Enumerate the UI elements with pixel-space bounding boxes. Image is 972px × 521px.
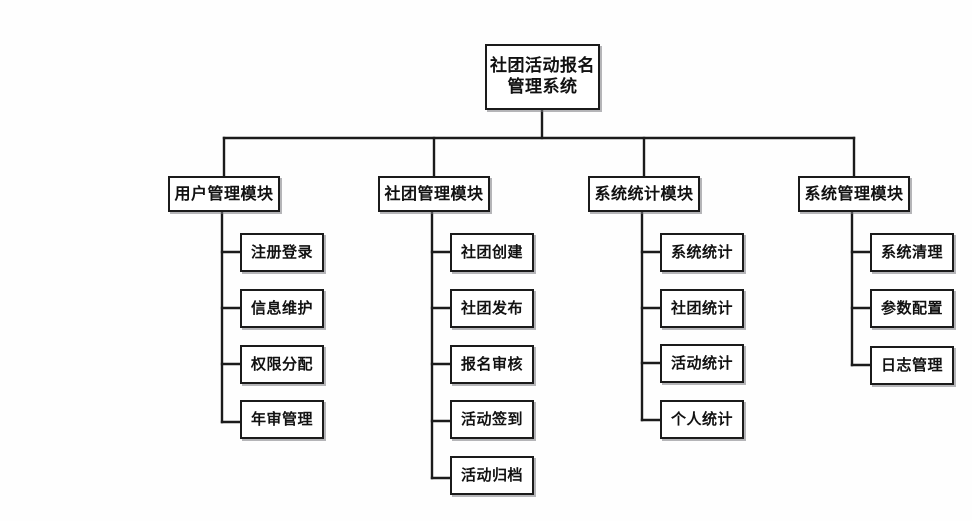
node-leaf-label: 日志管理	[880, 356, 943, 375]
node-leaf-label: 社团统计	[670, 299, 733, 318]
node-module-label: 社团管理模块	[384, 184, 484, 203]
node-module-user-management[interactable]: 用户管理模块	[168, 176, 280, 212]
node-leaf-log-management[interactable]: 日志管理	[870, 346, 954, 385]
node-leaf-label: 活动签到	[460, 410, 523, 429]
node-leaf-activity-statistics[interactable]: 活动统计	[660, 344, 744, 383]
node-module-label: 用户管理模块	[174, 184, 274, 203]
node-leaf-label: 活动归档	[460, 466, 523, 485]
node-leaf-activity-checkin[interactable]: 活动签到	[450, 400, 534, 439]
node-leaf-label: 参数配置	[880, 299, 943, 318]
node-module-system-statistics[interactable]: 系统统计模块	[588, 176, 700, 212]
node-leaf-register-login[interactable]: 注册登录	[240, 233, 324, 272]
node-leaf-system-cleanup[interactable]: 系统清理	[870, 233, 954, 272]
node-leaf-label: 系统清理	[880, 243, 943, 262]
node-leaf-label: 社团创建	[460, 243, 523, 262]
node-leaf-label: 权限分配	[250, 355, 313, 374]
node-leaf-label: 信息维护	[250, 299, 313, 318]
node-leaf-label: 年审管理	[250, 410, 313, 429]
node-leaf-club-publish[interactable]: 社团发布	[450, 289, 534, 328]
node-leaf-label: 个人统计	[670, 410, 733, 429]
node-module-label: 系统统计模块	[594, 184, 694, 203]
node-root-line2: 管理系统	[507, 77, 578, 97]
node-leaf-club-statistics[interactable]: 社团统计	[660, 289, 744, 328]
node-leaf-activity-archive[interactable]: 活动归档	[450, 456, 534, 495]
node-leaf-label: 报名审核	[460, 355, 523, 374]
node-module-club-management[interactable]: 社团管理模块	[378, 176, 490, 212]
node-root-line1: 社团活动报名	[490, 55, 595, 76]
node-leaf-permission-assignment[interactable]: 权限分配	[240, 345, 324, 384]
node-leaf-label: 活动统计	[670, 354, 733, 373]
node-leaf-label: 社团发布	[460, 299, 523, 318]
node-leaf-label: 注册登录	[250, 243, 313, 262]
node-root[interactable]: 社团活动报名 管理系统	[485, 44, 600, 110]
node-module-system-management[interactable]: 系统管理模块	[798, 176, 910, 212]
node-leaf-info-maintenance[interactable]: 信息维护	[240, 289, 324, 328]
node-leaf-annual-review-management[interactable]: 年审管理	[240, 400, 324, 439]
node-leaf-parameter-config[interactable]: 参数配置	[870, 289, 954, 328]
node-leaf-system-statistics[interactable]: 系统统计	[660, 233, 744, 272]
node-leaf-registration-review[interactable]: 报名审核	[450, 345, 534, 384]
node-leaf-club-creation[interactable]: 社团创建	[450, 233, 534, 272]
node-leaf-personal-statistics[interactable]: 个人统计	[660, 400, 744, 439]
node-module-label: 系统管理模块	[804, 184, 904, 203]
node-leaf-label: 系统统计	[670, 243, 733, 262]
